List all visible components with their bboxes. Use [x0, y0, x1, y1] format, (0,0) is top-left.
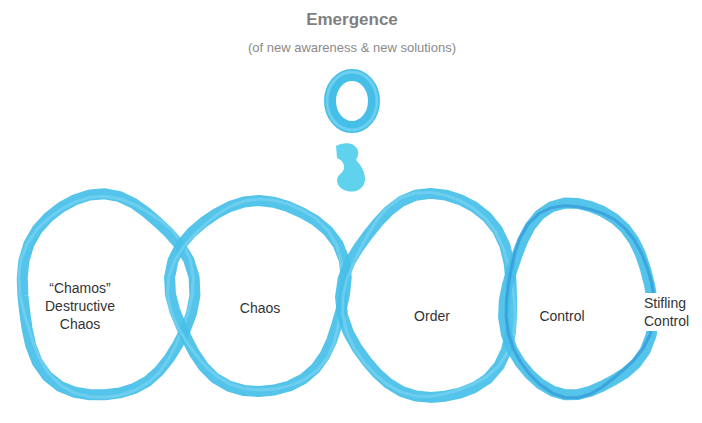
- circle-outline: [165, 192, 353, 397]
- circle-outline: [497, 198, 659, 403]
- emergence-ring-edge: [327, 72, 377, 130]
- emergence-drop: [336, 143, 365, 191]
- ring-stroke: [504, 203, 654, 395]
- circle-label: Chaos: [240, 299, 280, 317]
- ring-wash: [343, 192, 515, 396]
- watercolor-circle: Order: [338, 188, 523, 406]
- ring-wash: [168, 199, 343, 390]
- circle-label: “Chamos” Destructive Chaos: [37, 279, 123, 334]
- circle-label: Control: [539, 307, 584, 325]
- ring-stroke: [170, 201, 347, 392]
- circle-outline: [338, 188, 523, 406]
- subtitle-note: (of new awareness & new solutions): [248, 40, 456, 55]
- circle-label: Order: [414, 307, 450, 325]
- side-label: Stifling Control: [644, 293, 698, 331]
- watercolor-circle: ControlStifling Control: [497, 198, 659, 403]
- diagram-title: Emergence: [306, 10, 398, 30]
- emergence-ring: [330, 75, 374, 127]
- watercolor-circle: Chaos: [165, 192, 353, 397]
- ring-wash: [506, 206, 654, 398]
